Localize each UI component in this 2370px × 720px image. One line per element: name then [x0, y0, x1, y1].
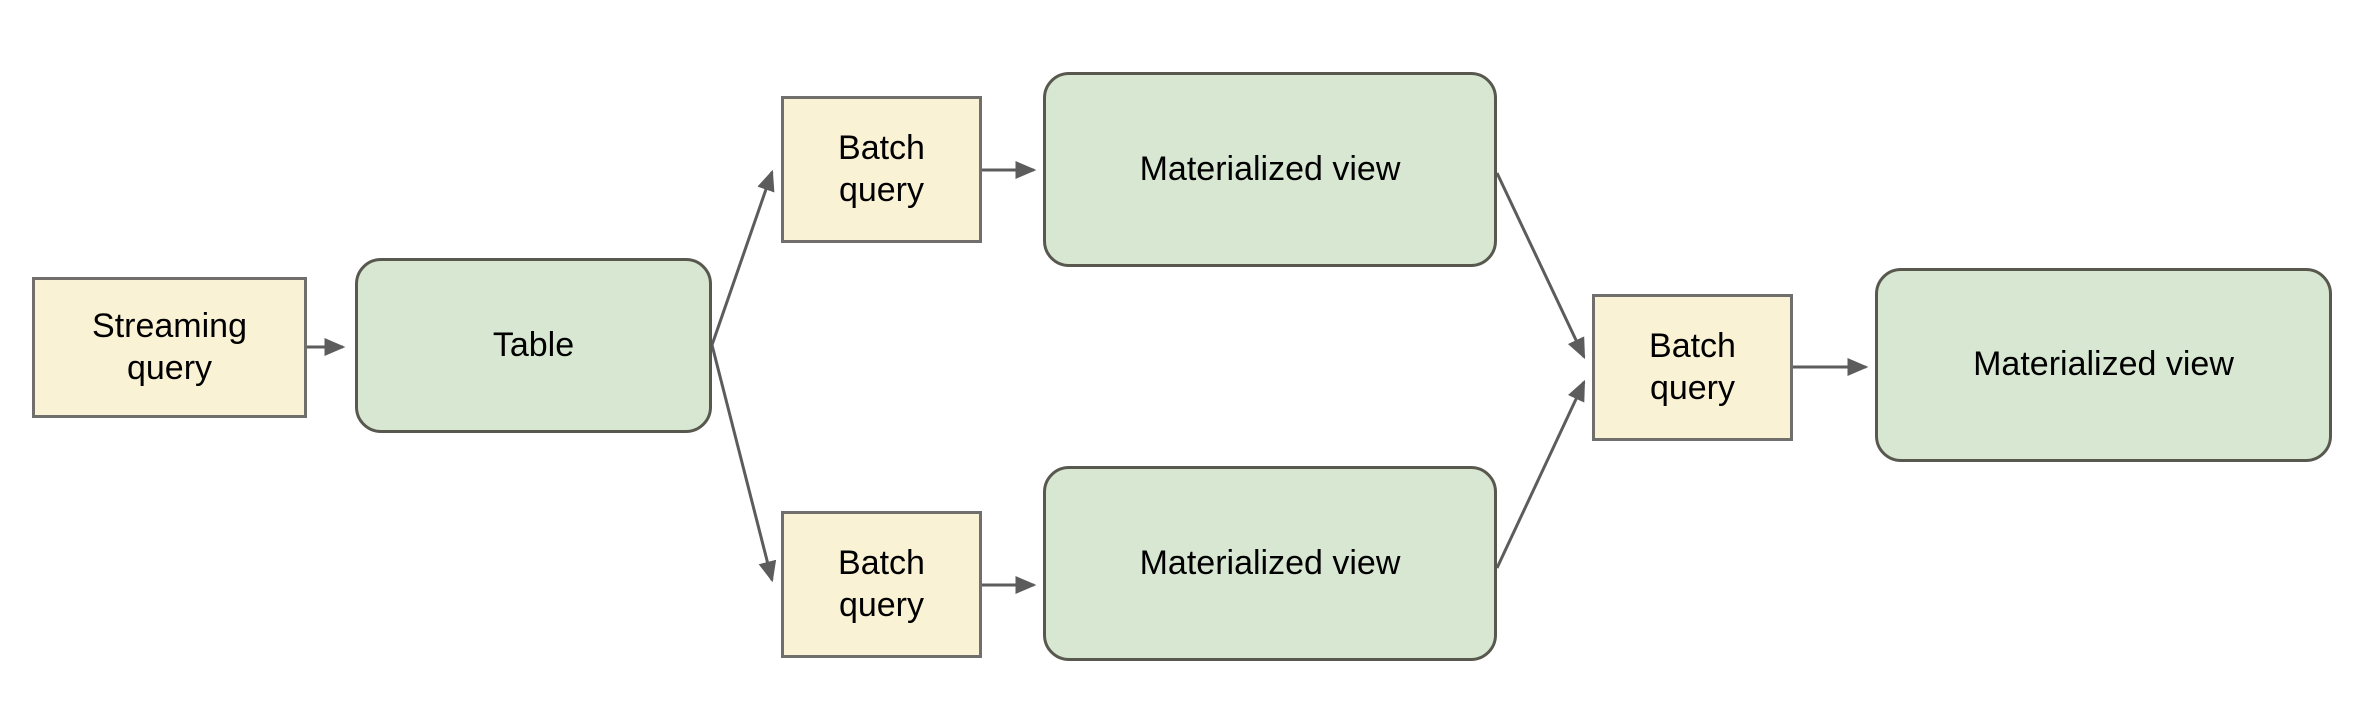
node-batch-query-bottom-label: Batch query [838, 544, 925, 624]
edge-table-to-batch-query-bottom [710, 344, 777, 583]
node-materialized-view-top[interactable]: Materialized view [1043, 72, 1497, 267]
node-table[interactable]: Table [355, 258, 712, 433]
node-materialized-view-bottom[interactable]: Materialized view [1043, 466, 1497, 661]
node-streaming-query[interactable]: Streaming query [32, 277, 307, 418]
node-batch-query-top-label: Batch query [838, 129, 925, 209]
node-batch-query-right[interactable]: Batch query [1592, 294, 1793, 441]
edge-materialized-view-top-to-batch-query-right [1495, 172, 1586, 360]
node-table-label: Table [492, 325, 575, 364]
node-batch-query-bottom[interactable]: Batch query [781, 511, 982, 658]
node-materialized-view-top-label: Materialized view [1139, 149, 1401, 188]
node-batch-query-top[interactable]: Batch query [781, 96, 982, 243]
node-batch-query-right-label: Batch query [1649, 327, 1736, 407]
edge-materialized-view-bottom-to-batch-query-right [1495, 379, 1586, 569]
node-materialized-view-right[interactable]: Materialized view [1875, 268, 2332, 462]
node-materialized-view-bottom-label: Materialized view [1139, 543, 1401, 582]
node-streaming-query-label: Streaming query [92, 307, 247, 387]
edge-table-to-batch-query-top [710, 169, 775, 346]
node-materialized-view-right-label: Materialized view [1973, 345, 2234, 384]
